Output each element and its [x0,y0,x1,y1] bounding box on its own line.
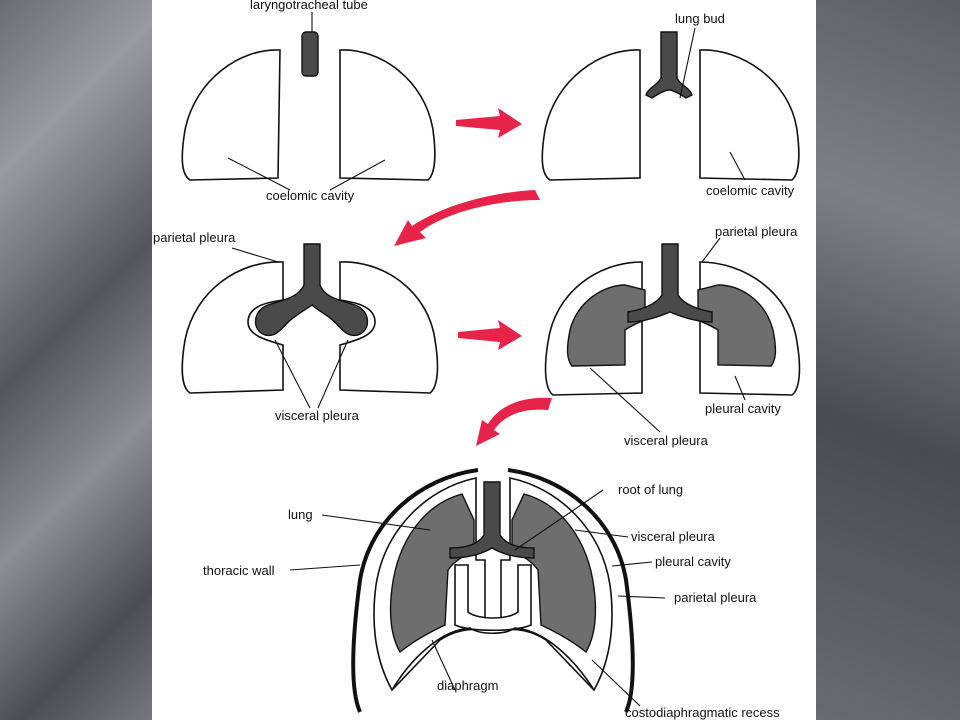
label-diaphragm: diaphragm [437,678,498,693]
leader-costodiaphragmatic [591,659,641,707]
stage-5 [289,468,666,713]
label-parietal-pleura-3: parietal pleura [674,590,757,605]
stage1-tube [301,31,319,77]
leader-visceral-2 [589,367,661,433]
leader-coelomic-2 [729,151,746,181]
stage1-right-cavity [339,49,436,181]
leader-coelomic-1b [329,159,386,191]
leader-parietal-1 [231,247,279,263]
label-thoracic-wall: thoracic wall [203,563,275,578]
leader-lung [321,514,431,531]
diaphragm [391,627,595,691]
stage3-bronchial-tree [254,243,369,337]
label-lung: lung [288,507,313,522]
leader-pleural-cavity-2 [611,561,653,567]
stage5-right-lung [511,493,597,654]
leader-thoracic-wall [289,564,361,571]
arrow-right-2 [458,320,522,350]
leader-root-of-lung [514,489,604,551]
label-coelomic-cavity-2: coelomic cavity [706,183,795,198]
stage-2 [541,27,800,181]
stage2-left-cavity [541,49,641,181]
label-laryngotracheal-tube: laryngotracheal tube [250,0,368,12]
leader-lung-bud [679,27,696,99]
background-left [0,0,152,720]
leader-visceral-1a [274,339,311,409]
stage5-left-lung [389,493,475,654]
label-pleural-cavity-2: pleural cavity [655,554,731,569]
stage3-right-cavity [339,261,439,394]
stage5-trachea [449,481,535,559]
leader-diaphragm [431,639,456,691]
leader-parietal-2 [701,237,721,263]
stage4-left-lung [566,284,646,367]
stage4-right-lung [697,284,777,367]
leader-visceral-3 [574,529,629,538]
label-root-of-lung: root of lung [618,482,683,497]
label-visceral-pleura-1: visceral pleura [275,408,360,423]
stage2-lung-bud [645,31,693,99]
stage-1 [181,12,436,191]
background-right [816,0,960,720]
label-costodiaphragmatic-recess: costodiaphragmatic recess [625,705,780,720]
label-parietal-pleura-2: parietal pleura [715,224,798,239]
leader-visceral-1b [317,339,349,409]
label-visceral-pleura-3: visceral pleura [631,529,716,544]
stage4-bronchus [627,243,713,323]
leader-coelomic-1a [227,157,291,191]
stage-4 [544,237,801,433]
thoracic-wall [351,468,635,713]
arrow-curved-2 [476,397,552,446]
label-visceral-pleura-2: visceral pleura [624,433,709,448]
stage2-right-cavity [699,49,800,181]
label-pleural-cavity-1: pleural cavity [705,401,781,416]
stage1-left-cavity [181,49,281,181]
leader-pleural-cavity-1 [734,375,746,401]
leader-parietal-3 [617,595,666,599]
label-coelomic-cavity-1: coelomic cavity [266,188,355,203]
label-parietal-pleura-1: parietal pleura [153,230,236,245]
stage-3 [181,243,439,409]
stage3-left-cavity [181,261,284,394]
arrow-curved-1 [394,190,540,246]
arrow-right-1 [456,108,522,138]
stage5-mediastinum [454,564,532,631]
label-lung-bud: lung bud [675,11,725,26]
